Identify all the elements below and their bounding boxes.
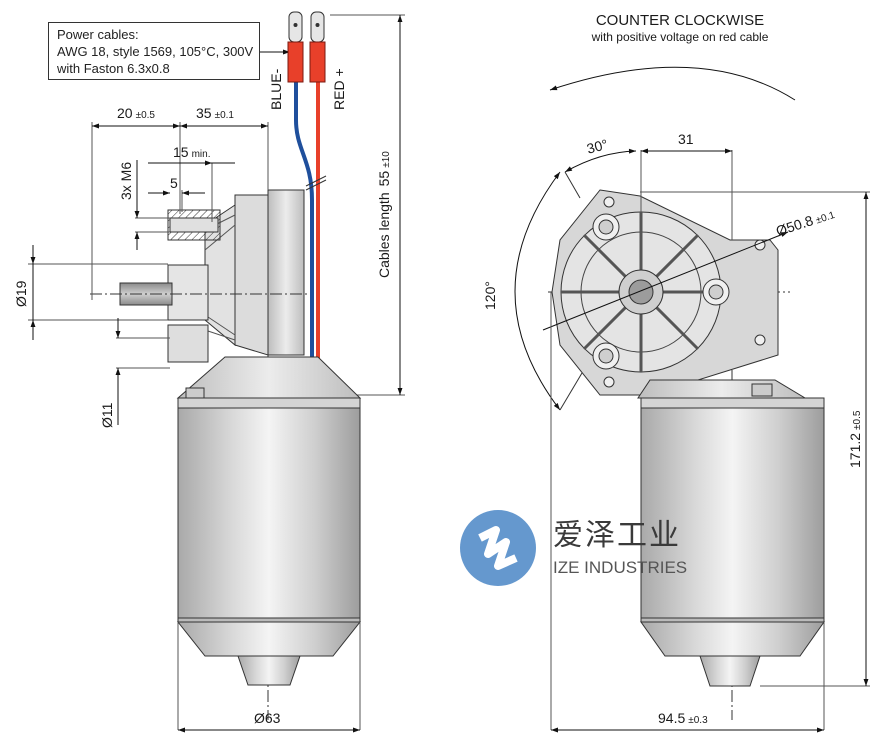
blue-cable — [294, 80, 314, 360]
dia-shaft: Ø11 — [99, 402, 115, 428]
faston-terminal-blue — [287, 11, 304, 83]
cable-length-label: Cables length55±10 — [376, 151, 392, 278]
offset-dim: 31 — [678, 131, 694, 147]
motor-can — [177, 407, 361, 621]
width-dim: 94.5±0.3 — [658, 710, 708, 726]
rotation-subtitle: with positive voltage on red cable — [591, 30, 769, 44]
dia-motor: Ø63 — [254, 710, 281, 726]
faston-terminal-red — [309, 11, 326, 83]
angle-side: 120° — [482, 281, 498, 310]
note-line-2: AWG 18, style 1569, 105°C, 300V — [57, 44, 254, 59]
thread-label: 3x M6 — [118, 162, 134, 200]
motor-endcap — [237, 655, 301, 686]
watermark: 爱泽工业 IZE INDUSTRIES — [458, 508, 718, 588]
dia-shaft-boss: Ø19 — [13, 280, 29, 307]
bolt-circle-dim: Ø50.8±0.1 — [774, 205, 837, 239]
watermark-en: IZE INDUSTRIES — [553, 558, 688, 577]
bolt-circle-leader — [542, 231, 789, 331]
rotation-direction-title: COUNTER CLOCKWISE with positive voltage … — [520, 12, 840, 44]
output-shaft-end — [628, 279, 654, 305]
side-view: BLUE- RED + Cables length55±10 — [13, 11, 405, 733]
dim-shaft-length: 20±0.5 — [117, 105, 155, 121]
rotation-title: COUNTER CLOCKWISE — [595, 12, 765, 29]
angle-top: 30° — [585, 136, 610, 157]
red-cable-label: RED + — [331, 68, 347, 110]
gearbox-flange — [267, 189, 305, 356]
note-line-3: with Faston 6.3x0.8 — [57, 61, 170, 76]
note-line-1: Power cables: — [57, 27, 139, 42]
blue-cable-label: BLUE- — [268, 68, 284, 110]
watermark-cn: 爱泽工业 — [553, 518, 681, 553]
motor-can-front — [640, 407, 825, 621]
power-cables-note: Power cables: AWG 18, style 1569, 105°C,… — [48, 22, 260, 80]
dim-thread-start: 5 — [170, 175, 178, 191]
mounting-holes — [592, 196, 766, 388]
ccw-rotation-arrow — [549, 66, 796, 101]
height-dim: 171.2±0.5 — [847, 410, 863, 468]
ize-logo-icon — [460, 510, 536, 586]
dim-flange: 35±0.1 — [196, 105, 234, 121]
front-view: 31 30° 120° Ø50.8±0.1 171.2±0.5 94.5±0.3 — [482, 66, 870, 733]
